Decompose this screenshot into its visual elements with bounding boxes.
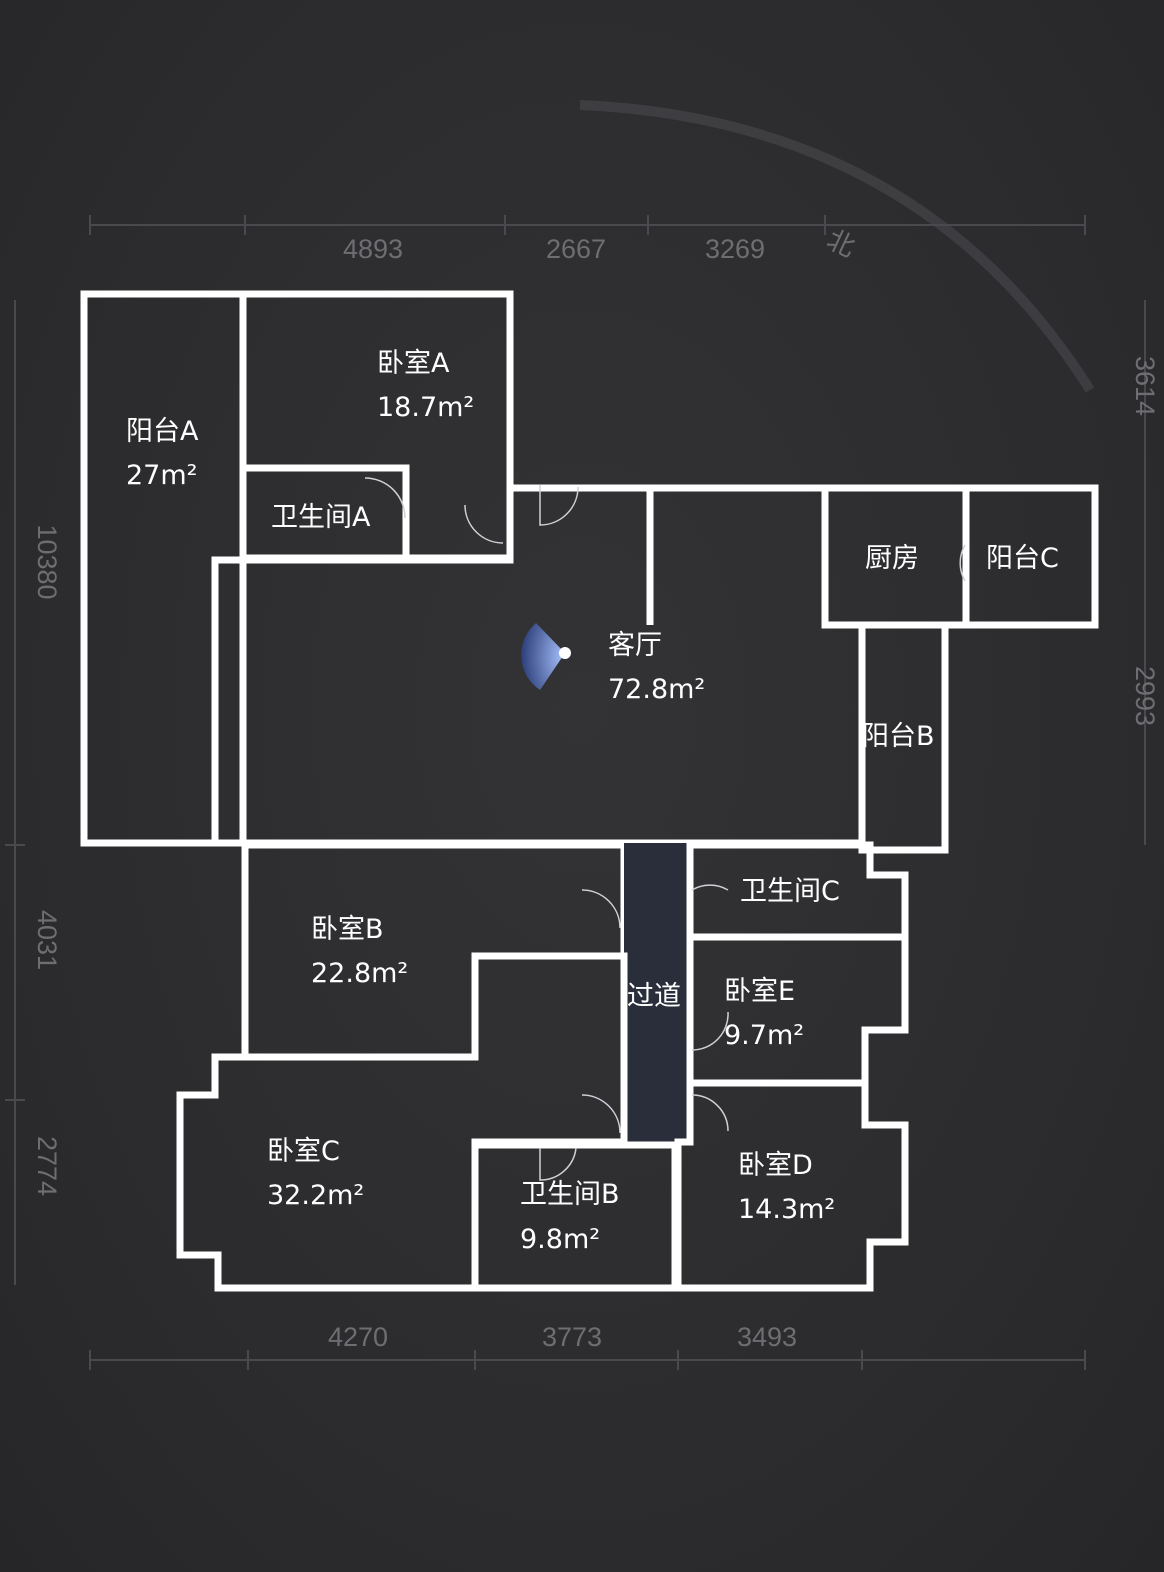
area-bedroom-b: 22.8m² (311, 958, 408, 989)
room-balcony-b[interactable] (858, 621, 949, 854)
dim-right-1: 3614 (1130, 356, 1160, 416)
compass-arc (579, 100, 1095, 393)
area-bedroom-a: 18.7m² (377, 392, 474, 423)
label-bedroom-b: 卧室B (311, 914, 384, 945)
label-bathroom-a: 卫生间A (271, 502, 371, 533)
room-balcony-a[interactable] (80, 290, 247, 847)
dim-left-3: 2774 (32, 1136, 62, 1196)
label-bedroom-a: 卧室A (377, 348, 450, 379)
room-balcony-c[interactable] (962, 484, 1099, 629)
room-bedroom-e[interactable] (686, 933, 909, 1087)
dim-bottom-1: 4270 (328, 1322, 388, 1352)
label-bedroom-d: 卧室D (738, 1150, 813, 1181)
area-bathroom-b: 9.8m² (520, 1224, 600, 1255)
camera-view-cone-icon[interactable] (521, 623, 565, 690)
area-bedroom-c: 32.2m² (267, 1180, 364, 1211)
rooms (80, 290, 1099, 1292)
label-living: 客厅 (608, 630, 662, 661)
label-bathroom-c: 卫生间C (740, 876, 840, 907)
room-bathroom-b[interactable] (471, 1141, 679, 1292)
label-balcony-a: 阳台A (126, 416, 199, 447)
room-bedroom-d[interactable] (674, 1079, 909, 1292)
camera-position-icon[interactable] (559, 647, 571, 659)
dim-left-2: 4031 (32, 910, 62, 970)
dim-top-1: 4893 (343, 234, 403, 264)
area-balcony-a: 27m² (126, 460, 197, 491)
dim-top-2: 2667 (546, 234, 606, 264)
label-bedroom-c: 卧室C (267, 1136, 340, 1167)
room-corridor[interactable] (624, 843, 688, 1142)
area-living: 72.8m² (608, 674, 705, 705)
label-kitchen: 厨房 (865, 543, 919, 574)
label-balcony-b: 阳台B (862, 721, 935, 752)
dim-right-2: 2993 (1130, 666, 1160, 726)
dimension-lines (5, 215, 1146, 1370)
label-bedroom-e: 卧室E (724, 976, 795, 1007)
room-bedroom-b[interactable] (241, 841, 628, 1061)
label-balcony-c: 阳台C (986, 543, 1059, 574)
label-corridor: 过道 (627, 981, 681, 1012)
dim-left-1: 10380 (32, 524, 62, 599)
area-bedroom-d: 14.3m² (738, 1194, 835, 1225)
compass-north-label: 北 (822, 224, 859, 263)
dim-bottom-2: 3773 (542, 1322, 602, 1352)
dim-bottom-3: 3493 (737, 1322, 797, 1352)
area-bedroom-e: 9.7m² (724, 1020, 804, 1051)
dim-top-3: 3269 (705, 234, 765, 264)
label-bathroom-b: 卫生间B (520, 1179, 620, 1210)
door-swings (364, 477, 966, 1181)
